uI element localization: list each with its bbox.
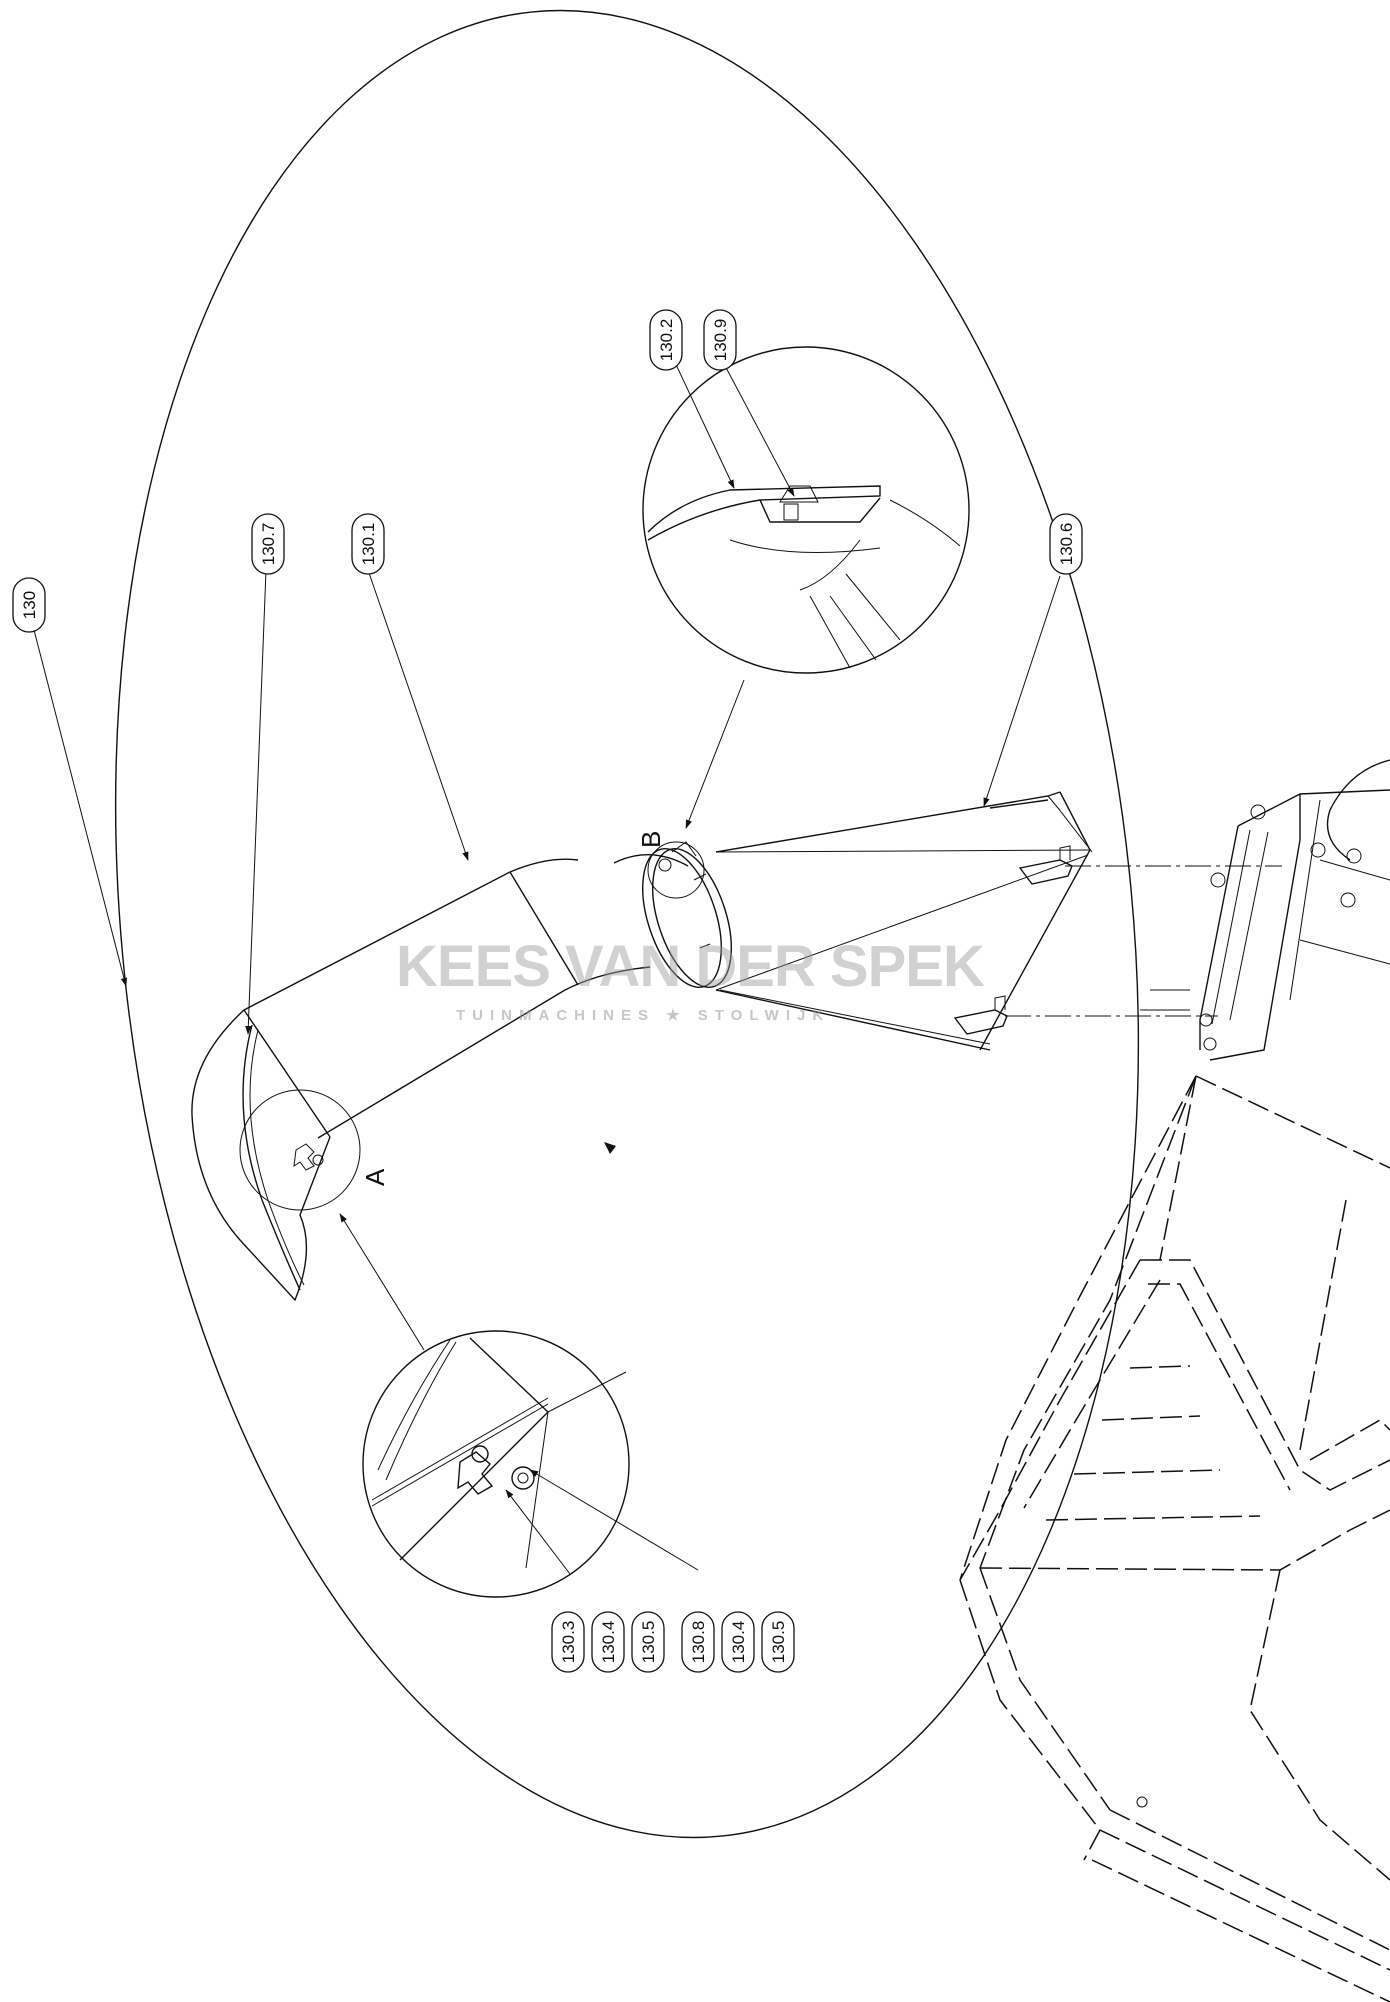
detail-a-enlarged-view (362, 1330, 630, 1598)
detail-b-marker-circle (647, 841, 705, 899)
svg-text:130.4: 130.4 (729, 1621, 748, 1664)
callout-130-6: 130.6 (1049, 513, 1083, 575)
svg-text:130.6: 130.6 (1057, 523, 1076, 566)
svg-text:130.5: 130.5 (769, 1621, 788, 1664)
machine-frame (1140, 759, 1390, 1061)
callout-130-8: 130.8 (681, 1611, 715, 1673)
svg-text:130.8: 130.8 (689, 1621, 708, 1664)
clamp-ring (642, 841, 732, 988)
svg-text:130.2: 130.2 (657, 319, 676, 362)
svg-text:130.7: 130.7 (259, 523, 278, 566)
svg-text:130.4: 130.4 (599, 1621, 618, 1664)
view-label-b: B (636, 831, 666, 848)
svg-text:130: 130 (20, 591, 39, 619)
watermark-logo: KEES VAN DER SPEK TUINMACHINES ★ STOLWIJ… (396, 934, 986, 1024)
svg-text:130.5: 130.5 (639, 1621, 658, 1664)
svg-text:TUINMACHINES ★ STOLWIJK: TUINMACHINES ★ STOLWIJK (456, 1007, 830, 1024)
svg-text:KEES VAN DER SPEK: KEES VAN DER SPEK (396, 934, 985, 999)
discharge-cone (715, 791, 1093, 1051)
detail-b-enlarged-view (642, 346, 970, 674)
leader-lines (33, 355, 1061, 1575)
view-label-a: A (360, 1168, 390, 1186)
callout-130-3: 130.3 (551, 1611, 585, 1673)
callout-130: 130 (12, 577, 46, 633)
callout-130-5-second: 130.5 (761, 1611, 795, 1673)
assembly-130-group-outline (115, 9, 1139, 1839)
callout-130-7: 130.7 (251, 513, 285, 575)
svg-text:130.9: 130.9 (711, 319, 730, 362)
callout-130-1: 130.1 (351, 513, 385, 575)
callout-130-4-first: 130.4 (591, 1611, 625, 1673)
hopper-hidden-lines (959, 1075, 1390, 2002)
svg-text:130.3: 130.3 (559, 1621, 578, 1664)
callout-130-4-second: 130.4 (721, 1611, 755, 1673)
callout-130-5-first: 130.5 (631, 1611, 665, 1673)
callout-130-9: 130.9 (703, 309, 737, 371)
detail-a-marker-circle (239, 1089, 361, 1211)
chute-elbow-pipe (191, 854, 689, 1302)
svg-text:130.1: 130.1 (359, 523, 378, 566)
callout-130-2: 130.2 (649, 309, 683, 371)
